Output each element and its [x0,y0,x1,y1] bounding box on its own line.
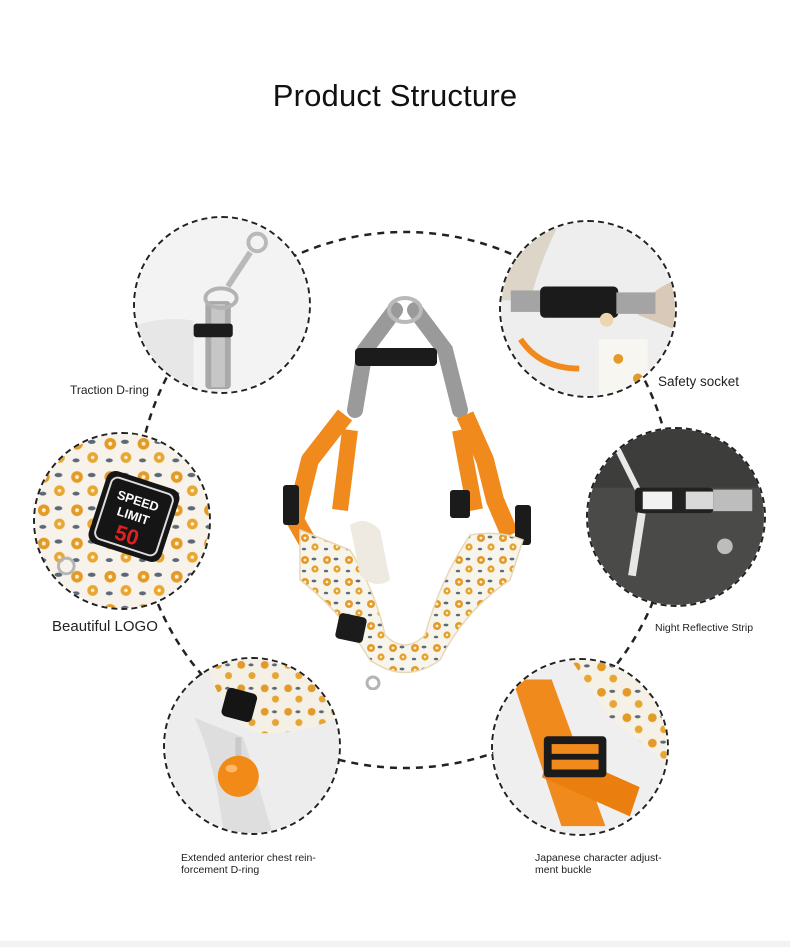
detail-beautiful-logo: SPEED LIMIT 50 [33,432,211,610]
label-adjustment-buckle-line1: Japanese character adjust- [535,852,662,864]
detail-night-reflective-strip [586,427,766,607]
label-chest-d-ring-line1: Extended anterior chest rein- [181,852,316,864]
label-safety-socket: Safety socket [658,374,740,389]
harness-product-image [283,296,531,690]
label-adjustment-buckle: Japanese character adjust- ment buckle [535,852,662,876]
detail-safety-socket [499,220,677,398]
label-chest-d-ring: Extended anterior chest rein- forcement … [181,852,316,876]
detail-traction-d-ring [133,216,311,394]
page-bottom-strip [0,941,790,947]
label-beautiful-logo: Beautiful LOGO [52,618,158,635]
detail-chest-d-ring [163,657,341,835]
detail-adjustment-buckle [491,658,669,836]
page-title: Product Structure [272,78,518,113]
label-traction-d-ring: Traction D-ring [70,383,149,397]
label-adjustment-buckle-line2: ment buckle [535,864,592,876]
label-chest-d-ring-line2: forcement D-ring [181,864,260,876]
label-night-reflective-strip: Night Reflective Strip [655,622,754,634]
